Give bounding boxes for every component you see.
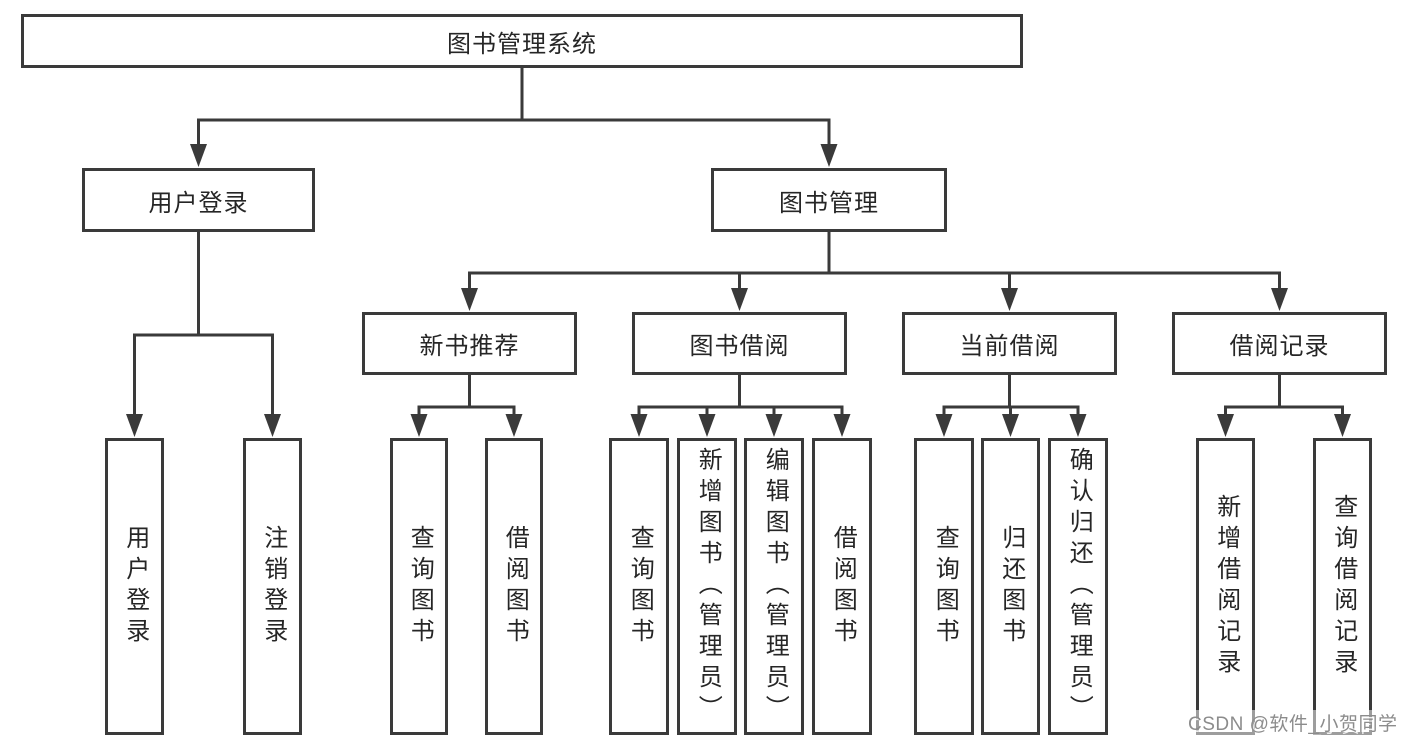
node-label: 查询图书 [626,524,654,649]
node-label: 归还图书 [997,524,1025,649]
connector-book-borrowing-children [630,374,851,437]
node-label: 新书推荐 [419,333,520,360]
node-borrow-books-recommend: 借阅图书 [485,438,543,735]
node-label: 新增借阅记录 [1212,493,1240,680]
node-label: 确认归还（管理员） [1065,447,1093,726]
node-add-book-admin: 新增图书（管理员） [677,438,737,735]
node-label: 图书管理 [779,189,879,217]
node-borrowing-records: 借阅记录 [1172,312,1387,375]
watermark: CSDN @软件_小贺同学 [1188,714,1398,735]
node-edit-book-admin: 编辑图书（管理员） [744,438,804,735]
node-user-login-leaf: 用户登录 [105,438,164,735]
node-return-books: 归还图书 [981,438,1040,735]
node-label: 用户登录 [148,189,249,217]
node-library-system: 图书管理系统 [21,14,1023,68]
node-label: 借阅记录 [1229,333,1330,360]
node-label: 图书借阅 [689,333,790,360]
connector-user-login-children [126,230,281,437]
node-label: 借阅图书 [829,524,857,649]
node-label: 借阅图书 [501,524,529,649]
node-user-login: 用户登录 [82,168,315,232]
node-confirm-return-admin: 确认归还（管理员） [1048,438,1108,735]
connector-root-to-level2 [190,66,838,167]
node-label: 新增图书（管理员） [694,447,722,726]
node-current-borrowing: 当前借阅 [902,312,1117,375]
node-label: 查询借阅记录 [1329,493,1357,680]
node-label: 查询图书 [931,524,959,649]
connector-current-borrowing-children [935,374,1087,437]
node-new-book-recommend: 新书推荐 [362,312,577,375]
connector-new-book-recommend-children [410,374,523,437]
node-query-books-current: 查询图书 [914,438,974,735]
node-query-borrow-record: 查询借阅记录 [1313,438,1372,735]
connector-borrowing-records-children [1217,374,1351,437]
node-label: 注销登录 [259,524,287,649]
node-query-books-borrowing: 查询图书 [609,438,669,735]
node-label: 编辑图书（管理员） [761,447,789,726]
node-label: 图书管理系统 [447,30,597,58]
node-borrow-books: 借阅图书 [812,438,872,735]
node-logout: 注销登录 [243,438,302,735]
connector-book-management-children [461,230,1288,311]
node-add-borrow-record: 新增借阅记录 [1196,438,1255,735]
node-label: 用户登录 [121,524,149,649]
node-label: 查询图书 [406,524,434,649]
node-label: 当前借阅 [959,333,1060,360]
watermark-backdrop [1184,710,1399,744]
node-book-borrowing: 图书借阅 [632,312,847,375]
node-book-management: 图书管理 [711,168,947,232]
node-query-books-recommend: 查询图书 [390,438,448,735]
